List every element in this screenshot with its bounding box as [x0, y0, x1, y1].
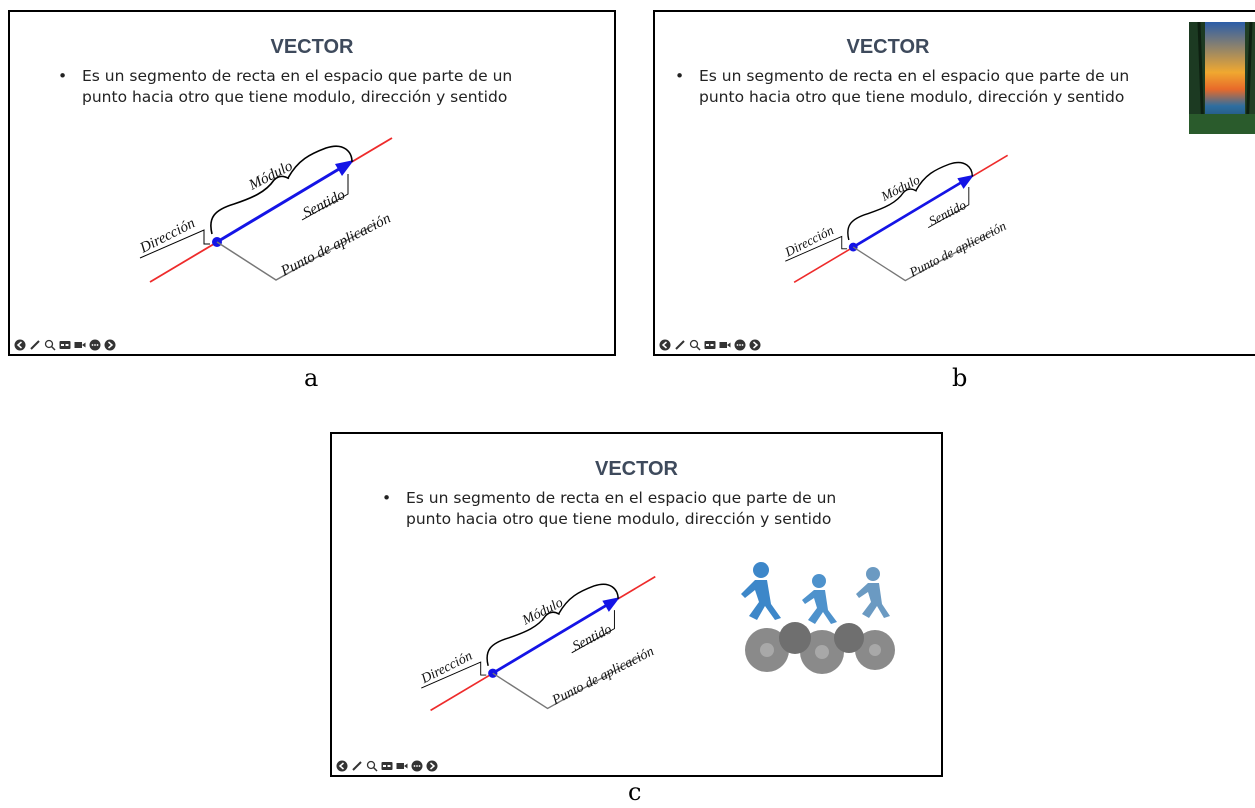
zoom-icon[interactable] [44, 339, 56, 351]
label-sentido: Sentido [570, 622, 614, 654]
forward-arrow-icon[interactable] [749, 339, 761, 351]
sentido-leader [928, 187, 970, 229]
punto-leader [216, 223, 377, 281]
back-arrow-icon[interactable] [659, 339, 671, 351]
bullet-text: • Es un segmento de recta en el espacio … [382, 488, 882, 530]
slide-title: VECTOR [270, 36, 354, 58]
slide-c: VECTOR • Es un segmento de recta en el e… [330, 432, 943, 777]
caption-b: b [952, 364, 968, 392]
application-point [488, 668, 498, 678]
presentation-toolbar [659, 339, 761, 351]
running-figures-on-gears [741, 562, 895, 674]
back-arrow-icon[interactable] [336, 760, 348, 772]
video-icon[interactable] [396, 760, 408, 772]
presentation-toolbar [336, 760, 438, 772]
direccion-leader [421, 661, 487, 689]
bullet-content: Es un segmento de recta en el espacio qu… [699, 67, 1130, 106]
modulo-brace [847, 161, 974, 241]
presentation-toolbar [14, 339, 116, 351]
vector-arrowhead [957, 174, 975, 189]
more-icon[interactable] [734, 339, 746, 351]
punto-leader [492, 655, 641, 710]
slide-title: VECTOR [595, 458, 678, 480]
more-icon[interactable] [89, 339, 101, 351]
label-modulo: Módulo [519, 595, 565, 628]
subtitles-icon[interactable] [59, 339, 71, 351]
direccion-leader [139, 229, 210, 259]
zoom-icon[interactable] [689, 339, 701, 351]
slide-b: VECTOR • Es un segmento de recta en el e… [653, 10, 1255, 356]
bullet-text: • Es un segmento de recta en el espacio … [675, 66, 1175, 108]
modulo-brace [210, 145, 353, 235]
label-punto: Punto de aplicación [278, 210, 394, 280]
bullet-text: • Es un segmento de recta en el espacio … [58, 66, 558, 108]
forward-arrow-icon[interactable] [426, 760, 438, 772]
landscape-photo [1189, 21, 1255, 135]
subtitles-icon[interactable] [704, 339, 716, 351]
vector-arrowhead [335, 160, 354, 176]
vector-arrow-shaft [852, 178, 966, 249]
caption-c: c [628, 778, 642, 806]
label-direccion: Dirección [782, 222, 837, 260]
running-figures [741, 562, 890, 624]
forward-arrow-icon[interactable] [104, 339, 116, 351]
bullet-marker: • [675, 67, 685, 85]
sentido-leader [571, 610, 615, 654]
vector-arrowhead [602, 597, 620, 612]
vector-diagram: Dirección Módulo Sentido Punto de aplica… [418, 575, 657, 712]
label-direccion: Dirección [137, 215, 198, 257]
vector-arrow-shaft [492, 601, 612, 675]
back-arrow-icon[interactable] [14, 339, 26, 351]
label-punto: Punto de aplicación [906, 218, 1009, 280]
vector-arrow-shaft [216, 164, 345, 244]
pen-icon[interactable] [674, 339, 686, 351]
more-icon[interactable] [411, 760, 423, 772]
bullet-marker: • [382, 489, 392, 507]
bullet-marker: • [58, 67, 68, 85]
zoom-icon[interactable] [366, 760, 378, 772]
slide-a: VECTOR • Es un segmento de recta en el e… [8, 10, 616, 356]
pen-icon[interactable] [29, 339, 41, 351]
modulo-brace [486, 583, 619, 666]
video-icon[interactable] [74, 339, 86, 351]
pen-icon[interactable] [351, 760, 363, 772]
caption-a: a [304, 364, 319, 392]
video-icon[interactable] [719, 339, 731, 351]
slide-title: VECTOR [846, 36, 930, 58]
sentido-leader [301, 174, 349, 221]
application-point [848, 242, 858, 252]
label-sentido: Sentido [926, 197, 968, 229]
vector-diagram: Dirección Módulo Sentido Punto de aplica… [782, 154, 1009, 284]
bullet-content: Es un segmento de recta en el espacio qu… [82, 67, 513, 106]
label-modulo: Módulo [878, 172, 923, 205]
vector-diagram: Dirección Módulo Sentido Punto de aplica… [137, 137, 394, 283]
label-modulo: Módulo [246, 158, 296, 194]
label-punto: Punto de aplicación [549, 644, 657, 709]
direccion-leader [785, 235, 848, 262]
bullet-content: Es un segmento de recta en el espacio qu… [406, 489, 837, 528]
subtitles-icon[interactable] [381, 760, 393, 772]
punto-leader [852, 230, 994, 282]
label-sentido: Sentido [301, 187, 349, 222]
